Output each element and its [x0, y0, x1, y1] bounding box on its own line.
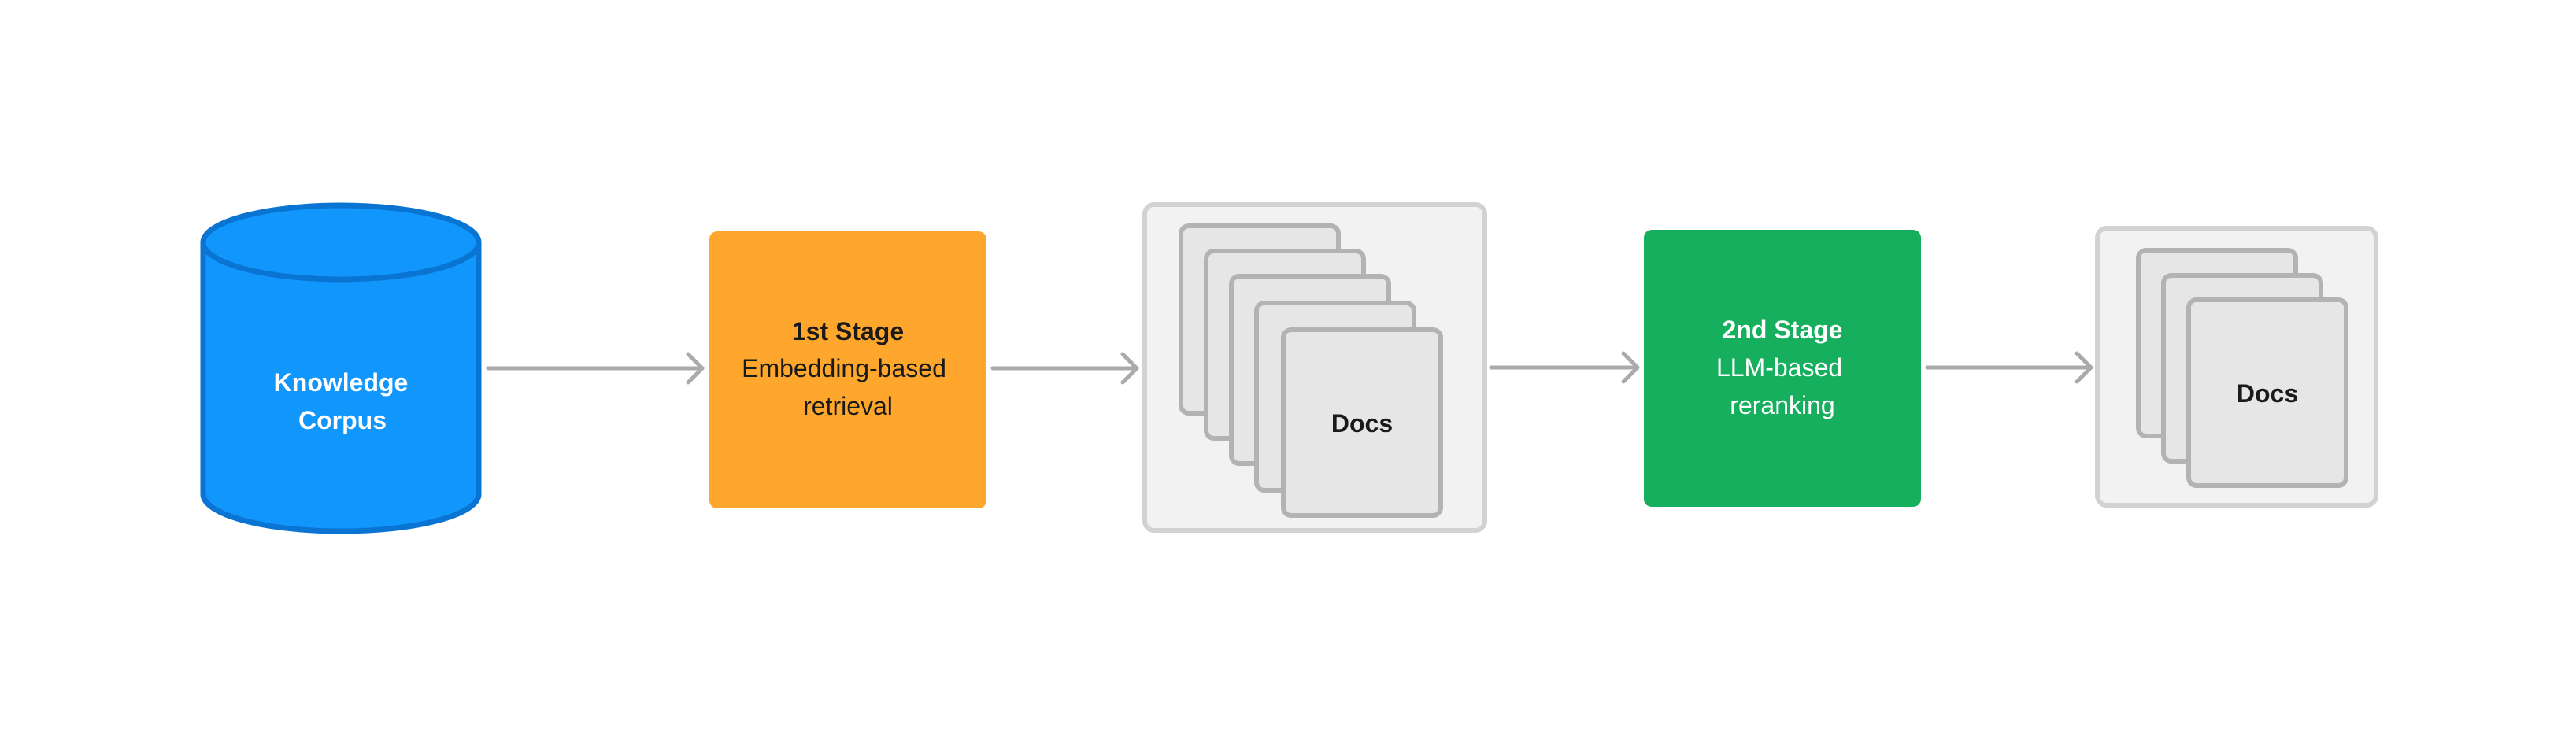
stage2-box: 2nd Stage LLM-based reranking: [1644, 230, 1921, 507]
corpus-label-line2: Corpus: [298, 406, 387, 434]
stage1-desc-line1: Embedding-based: [742, 354, 946, 382]
stage1-desc-line2: retrieval: [803, 392, 893, 420]
cylinder-body: [200, 242, 482, 534]
docs-pile-2: Docs: [2095, 226, 2378, 508]
stage2-background: [1644, 230, 1921, 507]
doc-sheet-front: [1281, 327, 1443, 518]
arrow-stage1-to-docs: [990, 352, 1139, 385]
corpus-label-line1: Knowledge: [274, 368, 409, 397]
docs-pile-1: Docs: [1142, 202, 1487, 533]
stage1-background: [709, 231, 986, 508]
stage2-desc-line1: LLM-based: [1716, 353, 1842, 382]
stage2-title: 2nd Stage: [1723, 316, 1843, 344]
arrow-corpus-to-stage1: [486, 352, 705, 385]
stage1-title: 1st Stage: [792, 317, 904, 345]
stage1-box: 1st Stage Embedding-based retrieval: [709, 231, 986, 508]
stage2-desc-line2: reranking: [1730, 391, 1834, 419]
doc-sheet-front: [2186, 297, 2348, 488]
knowledge-corpus-cylinder: Knowledge Corpus: [200, 202, 482, 534]
cylinder-top: [200, 202, 482, 283]
docs-label-1: Docs: [1331, 409, 1393, 438]
docs-label-2: Docs: [2237, 379, 2298, 408]
arrow-docs-to-stage2: [1489, 351, 1640, 384]
arrow-stage2-to-docs: [1925, 351, 2093, 384]
